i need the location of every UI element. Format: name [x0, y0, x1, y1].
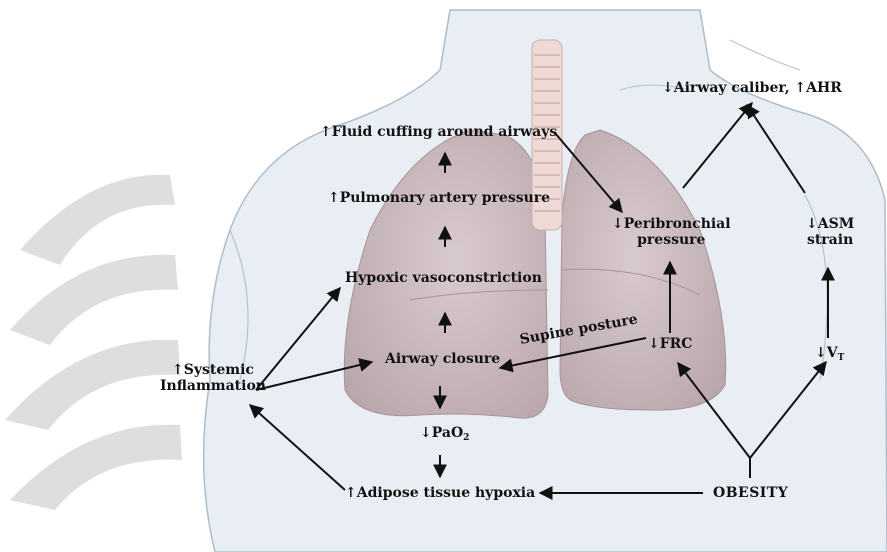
- label-peribronchial-line1: ↓Peribronchial: [612, 216, 731, 232]
- label-systemic-inflammation: ↑Systemic Inflammation: [160, 362, 266, 394]
- label-asm-strain: ↓ASM strain: [806, 216, 854, 248]
- label-hypoxic-vasoconstriction: Hypoxic vasoconstriction: [345, 270, 542, 286]
- label-airway-closure: Airway closure: [385, 351, 500, 367]
- label-pao2-main: ↓PaO: [420, 425, 463, 441]
- label-frc: ↓FRC: [648, 336, 692, 352]
- label-pao2-sub: 2: [463, 433, 469, 443]
- label-asm-line2: strain: [806, 232, 854, 248]
- watermark-logo: [5, 175, 182, 510]
- label-pao2: ↓PaO2: [420, 425, 469, 443]
- label-vt-sub: T: [838, 353, 845, 363]
- label-adipose-hypoxia: ↑Adipose tissue hypoxia: [345, 485, 535, 501]
- label-peribronchial-line2: pressure: [612, 232, 731, 248]
- label-fluid-cuffing: ↑Fluid cuffing around airways: [320, 124, 557, 140]
- label-asm-line1: ↓ASM: [806, 216, 854, 232]
- label-systemic-line2: Inflammation: [160, 378, 266, 394]
- label-obesity: OBESITY: [713, 485, 788, 501]
- label-vt-main: ↓V: [815, 345, 838, 361]
- label-peribronchial: ↓Peribronchial pressure: [612, 216, 731, 248]
- label-tidal-volume: ↓VT: [815, 345, 844, 363]
- label-pulmonary-artery: ↑Pulmonary artery pressure: [328, 190, 550, 206]
- label-airway-caliber: ↓Airway caliber, ↑AHR: [662, 80, 842, 96]
- label-systemic-line1: ↑Systemic: [160, 362, 266, 378]
